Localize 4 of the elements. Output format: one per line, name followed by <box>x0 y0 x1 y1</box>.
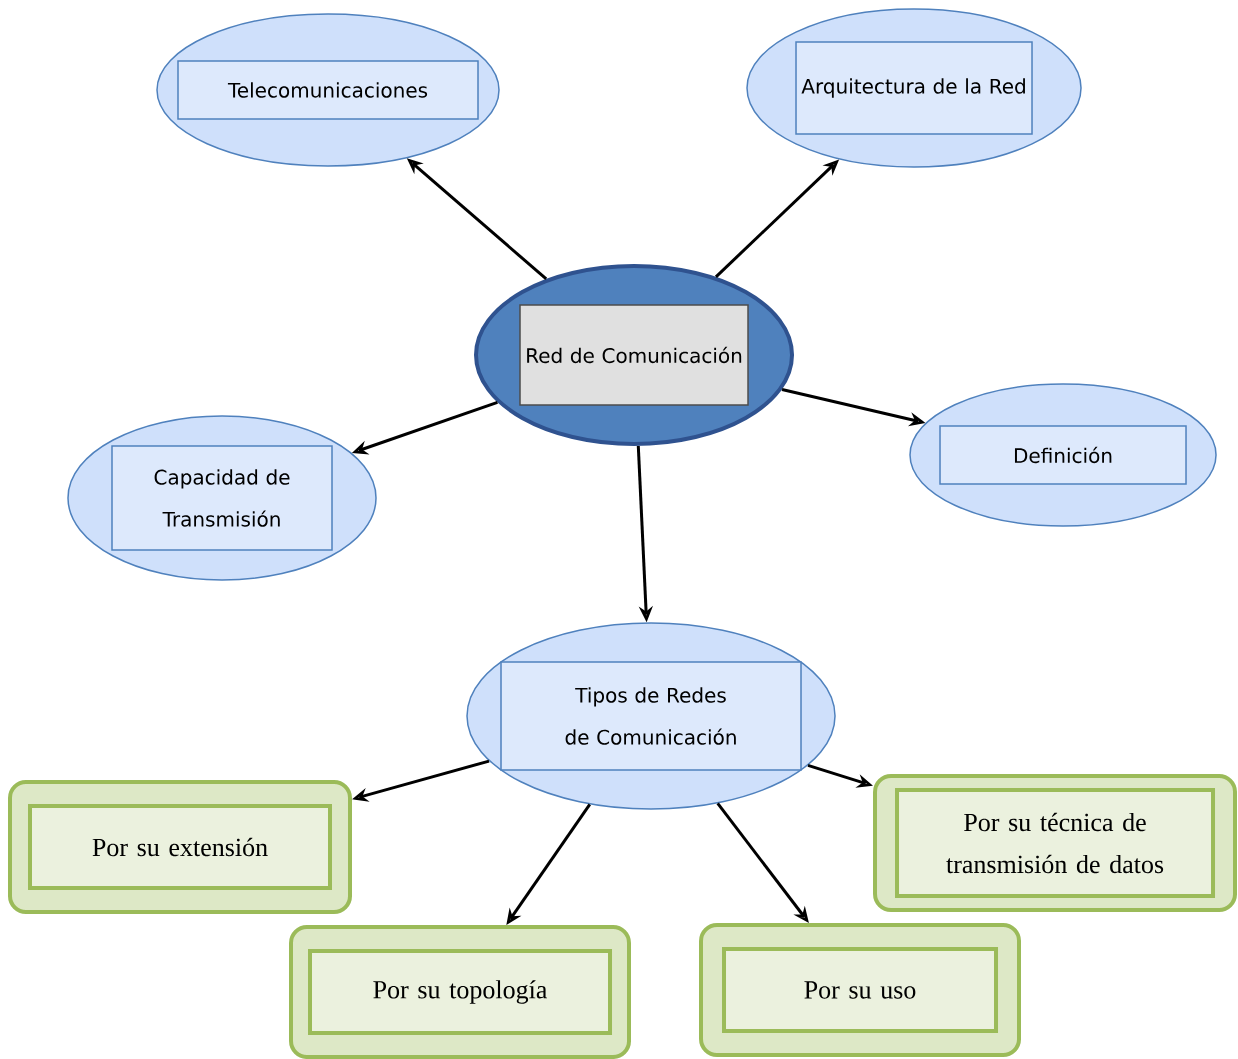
category-box: Por su uso <box>699 923 1021 1057</box>
category-box: Por su extensión <box>8 780 352 914</box>
category-box: Por su topología <box>289 925 631 1059</box>
category-box: Por su técnica de transmisión de datos <box>873 774 1237 912</box>
